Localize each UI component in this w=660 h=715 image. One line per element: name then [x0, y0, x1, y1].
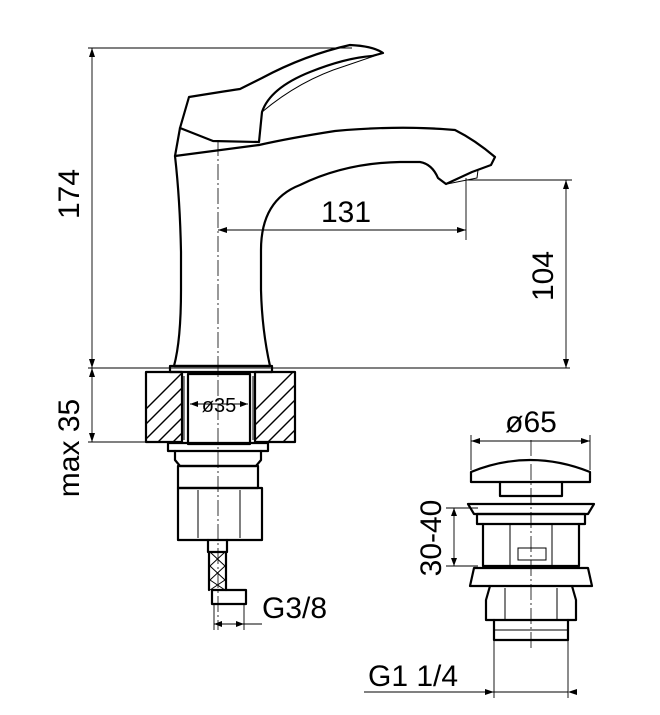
- inlet-thread-label: G3/8: [262, 592, 327, 625]
- waste-range-label: 30-40: [415, 500, 448, 577]
- dimension-104: 104: [466, 179, 572, 368]
- dimension-65: ø65: [470, 406, 591, 470]
- faucet-body: [172, 126, 497, 368]
- spout-height-label: 104: [527, 251, 560, 301]
- deck-section: ø35: [144, 370, 297, 446]
- height-total-label: 174: [53, 169, 86, 219]
- faucet-lever: [178, 43, 385, 144]
- hole-diameter-label: ø35: [202, 395, 236, 417]
- waste-thread-label: G1 1/4: [368, 660, 458, 693]
- dimension-30-40: 30-40: [415, 500, 478, 577]
- popup-waste: [466, 440, 596, 650]
- max-deck-label: max 35: [53, 399, 86, 497]
- waste-cap-diameter-label: ø65: [505, 406, 557, 439]
- mounting-assembly: [166, 441, 270, 606]
- spout-reach-label: 131: [321, 196, 371, 229]
- dimension-131: 131: [218, 178, 467, 240]
- dimension-g114: G1 1/4: [364, 640, 577, 698]
- dimension-174: 174: [53, 47, 570, 369]
- dimension-g38: G3/8: [213, 592, 327, 630]
- dimension-max35: max 35: [53, 368, 150, 497]
